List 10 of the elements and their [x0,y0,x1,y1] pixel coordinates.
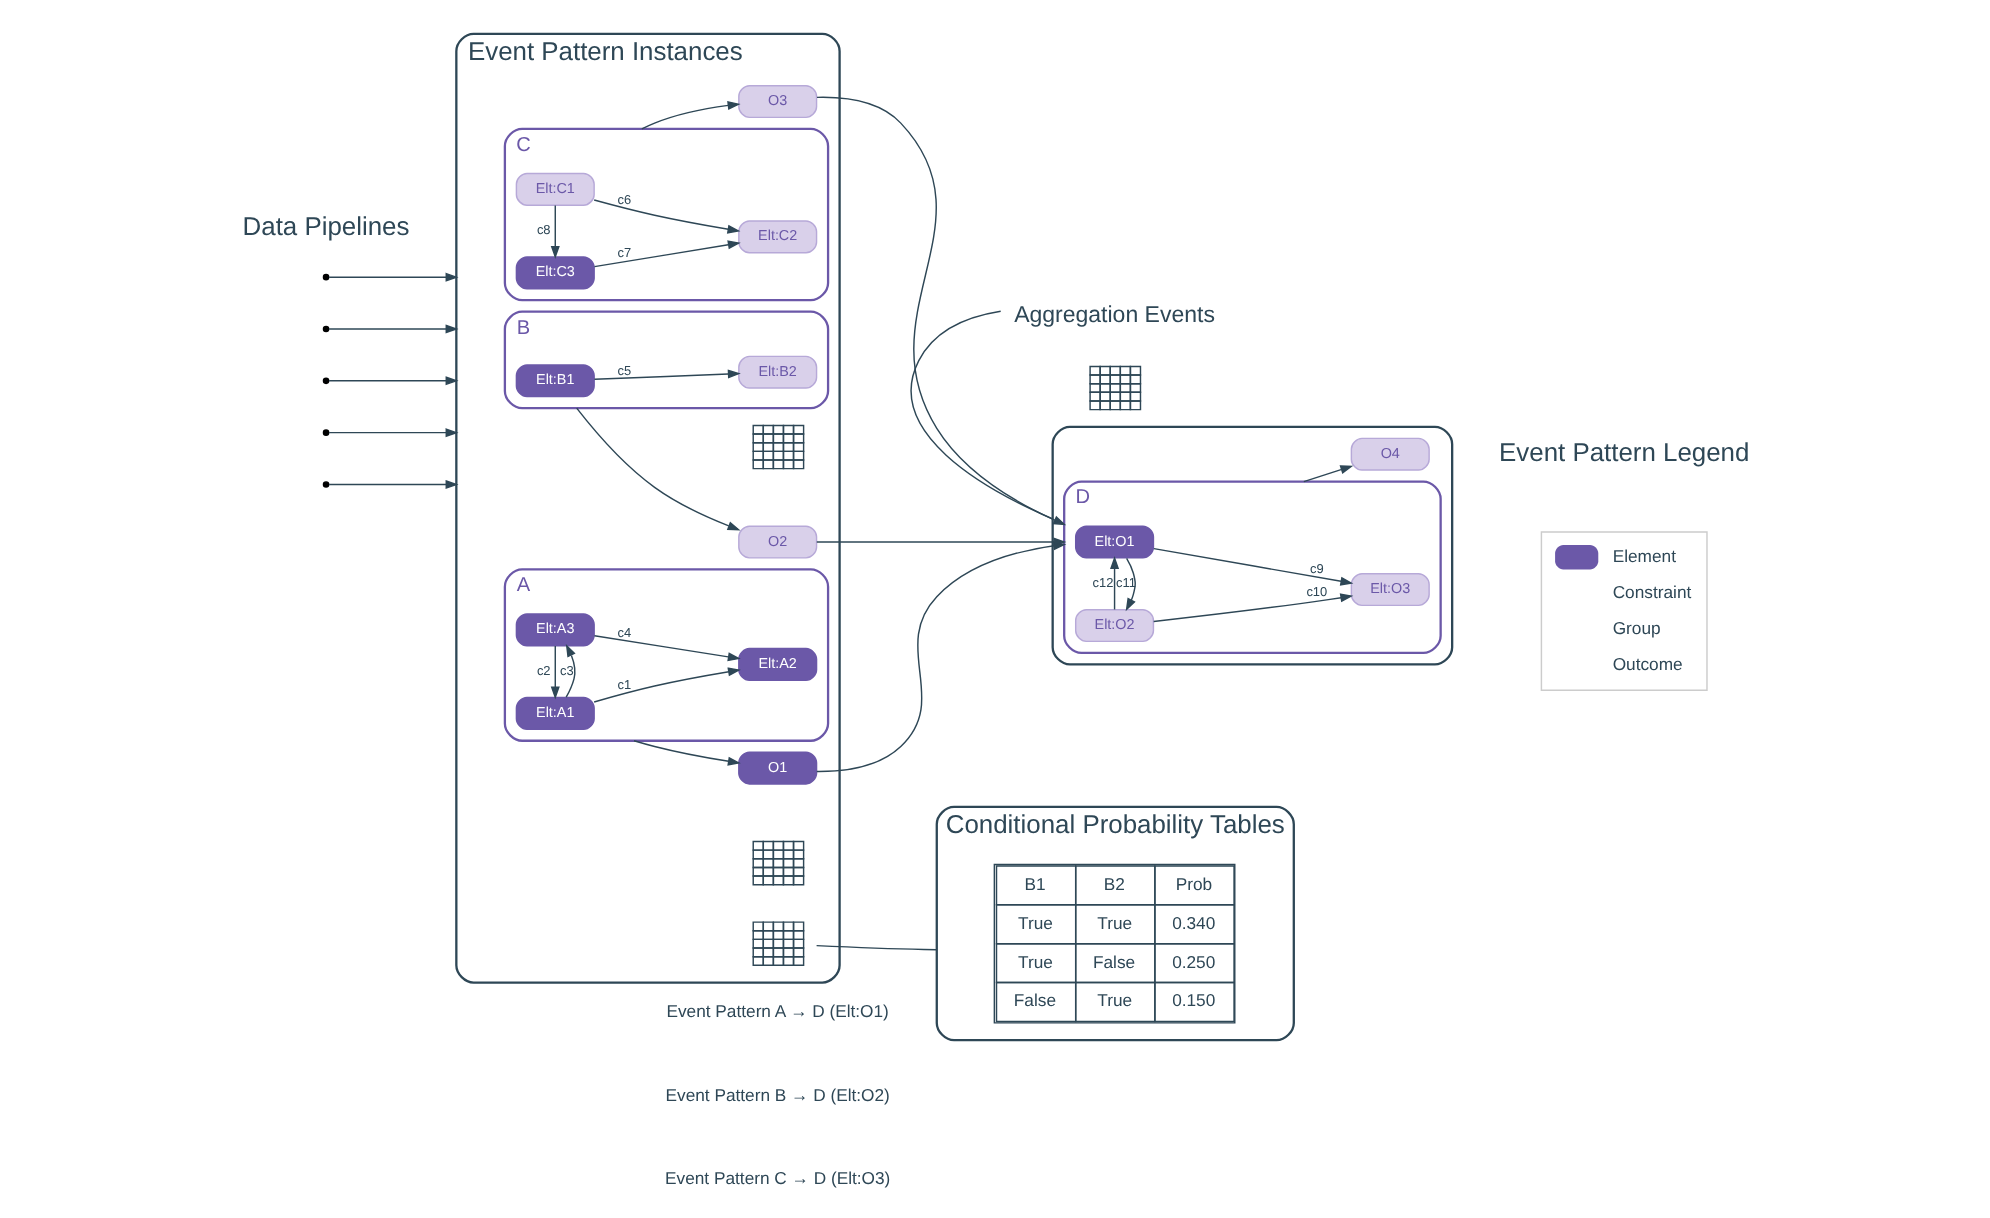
label: Data Pipelines [241,210,409,241]
label: Event Pattern C → D (Elt:O3) [664,1168,890,1189]
legend-label: Element [1611,545,1675,566]
legend-label: Constraint [1611,581,1691,602]
legend-label: Group [1611,617,1660,638]
legend-label: Outcome [1611,653,1682,674]
label: Event Pattern A → D (Elt:O1) [665,1001,888,1022]
label: Event Pattern Legend [1498,436,1749,467]
label: Event Pattern B → D (Elt:O2) [664,1084,889,1105]
node-text: Aggregation Events [1013,303,1214,328]
